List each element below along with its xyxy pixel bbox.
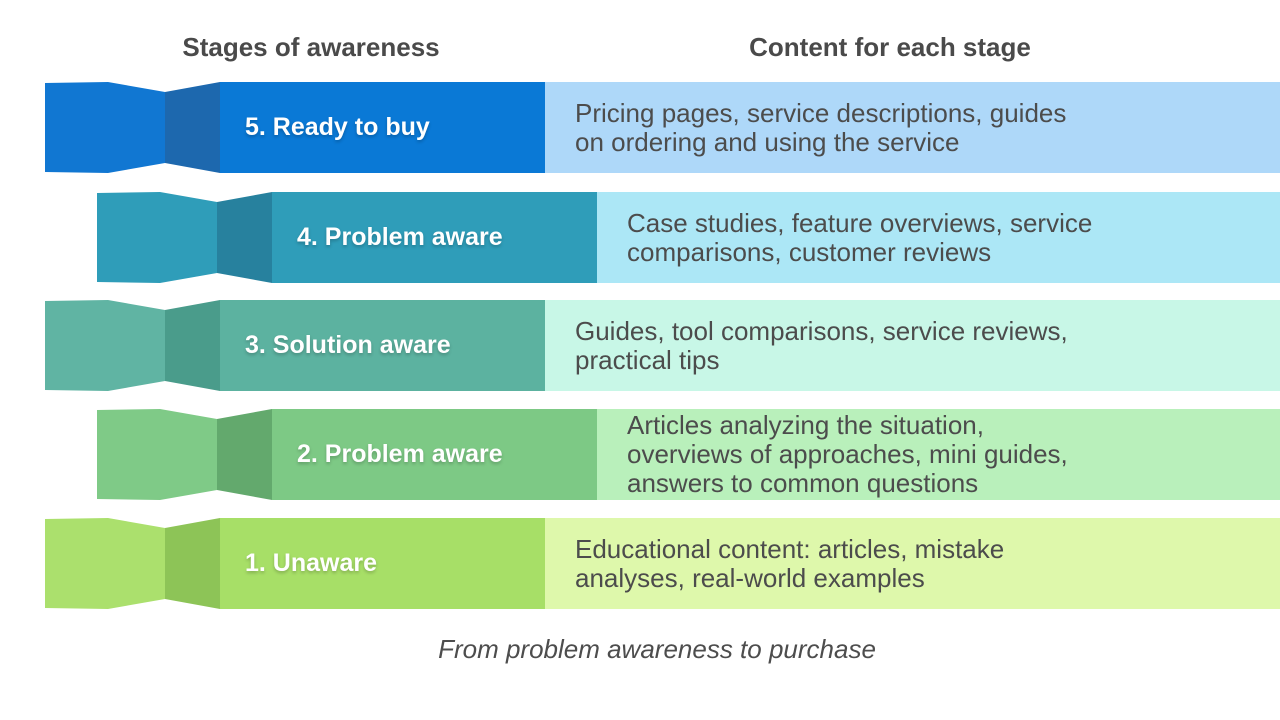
stage-ribbon [45,82,545,173]
stage-row-ready-to-buy: 5. Ready to buy Pricing pages, service d… [0,82,1280,173]
stage-content: Guides, tool comparisons, service review… [545,300,1280,391]
stage-ribbon [45,300,545,391]
stage-content: Educational content: articles, mistake a… [545,518,1280,609]
ribbon-label-band [220,300,545,391]
ribbon-left-panel [45,518,165,609]
ribbon-fold [165,300,220,391]
ribbon-fold [165,518,220,609]
stage-content: Case studies, feature overviews, service… [597,192,1280,283]
ribbon-fold [165,82,220,173]
ribbon-left-panel [45,82,165,173]
column-header-stages: Stages of awareness [182,32,440,62]
stage-row-unaware: 1. Unaware Educational content: articles… [0,518,1280,609]
ribbon-fold [217,192,272,283]
stage-row-problem-aware-2: 2. Problem aware Articles analyzing the … [0,409,1280,500]
stage-ribbon [97,409,597,500]
stage-row-problem-aware-4: 4. Problem aware Case studies, feature o… [0,192,1280,283]
ribbon-label-band [272,192,597,283]
ribbon-left-panel [45,300,165,391]
stage-ribbon [45,518,545,609]
stage-label: 2. Problem aware [297,440,503,468]
stage-label: 3. Solution aware [245,331,451,359]
stage-label: 1. Unaware [245,549,378,577]
stage-label: 4. Problem aware [297,223,503,251]
stage-ribbon [97,192,597,283]
ribbon-label-band [272,409,597,500]
diagram-caption: From problem awareness to purchase [438,634,876,664]
ribbon-fold [217,409,272,500]
stage-content: Pricing pages, service descriptions, gui… [545,82,1280,173]
ribbon-left-panel [97,192,217,283]
stage-label: 5. Ready to buy [245,113,430,141]
ribbon-left-panel [97,409,217,500]
stage-row-solution-aware: 3. Solution aware Guides, tool compariso… [0,300,1280,391]
ribbon-label-band [220,82,545,173]
stage-content: Articles analyzing the situation, overvi… [597,409,1280,500]
ribbon-label-band [220,518,545,609]
column-header-content: Content for each stage [749,32,1031,62]
